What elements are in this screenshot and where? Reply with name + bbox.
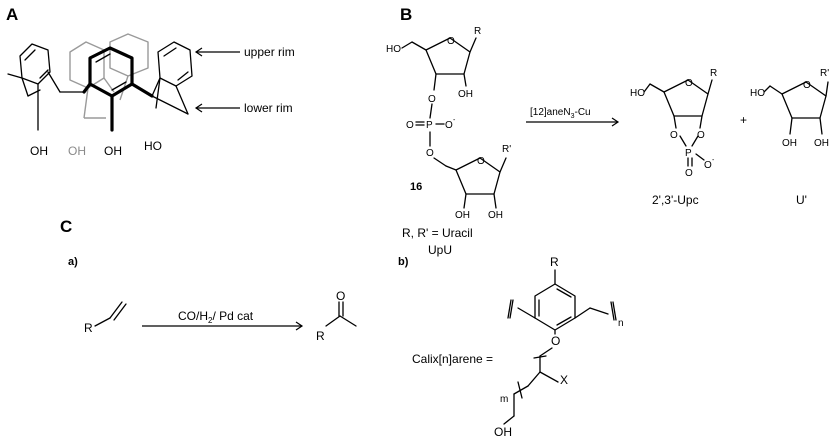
o-double-label: O <box>406 120 414 131</box>
calixarene-front-ring <box>82 46 154 132</box>
uridine-name: U' <box>796 193 807 207</box>
m-label: m <box>500 394 508 405</box>
panel-c: C a) b) R CO/H2/ Pd cat R O Calix[n]aren… <box>60 217 624 439</box>
oh-label-1: OH <box>30 144 48 158</box>
o-label: O <box>551 334 560 348</box>
panel-b-letter: B <box>400 5 412 24</box>
o-link-label-2: O <box>426 148 434 159</box>
x-label: X <box>560 373 568 387</box>
p-label: P <box>685 148 692 159</box>
o-minus-label: O <box>704 160 712 171</box>
p-label: P <box>426 120 433 131</box>
substituent-definition: R, R' = Uracil <box>402 226 473 240</box>
r-label: R <box>316 329 325 343</box>
calixarene-monomer: R n O X m OH <box>494 255 624 439</box>
sub-b-label: b) <box>398 256 409 268</box>
ring-oxygen-label: O <box>685 78 693 89</box>
upper-rim-label: upper rim <box>244 45 295 59</box>
alkene-reactant <box>94 301 127 327</box>
catalyst-label: [12]aneN3-Cu <box>530 107 591 120</box>
ho-label: HO <box>750 88 765 99</box>
oh-label-4: HO <box>144 139 162 153</box>
panel-a-letter: A <box>6 5 18 24</box>
r-label: R <box>84 321 93 335</box>
upu-name: UpU <box>428 243 452 257</box>
calixarene-left-ring <box>7 43 85 131</box>
oh-label-2: OH <box>68 144 86 158</box>
o-link-label: O <box>428 94 436 105</box>
upu-top-ribose <box>401 37 477 91</box>
o-label: O <box>336 289 345 303</box>
svg-text:-: - <box>453 117 456 124</box>
upu-bottom-ribose <box>445 157 507 209</box>
reagents-label: CO/H2/ Pd cat <box>178 309 254 325</box>
calixarene-back-rings <box>69 33 149 119</box>
uridine-product <box>763 81 829 135</box>
ho-label: HO <box>386 44 401 55</box>
upc-name: 2',3'-Upc <box>652 193 699 207</box>
n-label: n <box>618 318 624 329</box>
ketone-product <box>325 301 357 327</box>
ring-oxygen-label: O <box>803 80 811 91</box>
panel-b: B HO O R OH O P O O - O <box>386 5 829 257</box>
r-prime-label: R' <box>820 68 829 79</box>
o-minus-label: O <box>445 120 453 131</box>
r-label: R <box>550 255 559 269</box>
oh-label-3: OH <box>104 144 122 158</box>
sub-a-label: a) <box>68 256 78 268</box>
r-label: R <box>474 26 481 37</box>
compound-number: 16 <box>410 181 422 193</box>
ring-oxygen-label: O <box>477 156 485 167</box>
upc-product <box>643 79 713 167</box>
calixarene-right-ring <box>151 41 193 115</box>
o-label: O <box>670 130 678 141</box>
oh-label: OH <box>494 425 512 439</box>
o-label: O <box>697 130 705 141</box>
lower-rim-label: lower rim <box>244 101 293 115</box>
panel-c-letter: C <box>60 217 72 236</box>
r-prime-label: R' <box>502 144 511 155</box>
ho-label: HO <box>630 88 645 99</box>
oh-label: OH <box>782 138 797 149</box>
oh-label: OH <box>455 210 470 221</box>
o-label: O <box>685 168 693 179</box>
oh-label: OH <box>458 89 473 100</box>
oh-label: OH <box>814 138 829 149</box>
panel-a: A <box>6 5 295 158</box>
r-label: R <box>710 68 717 79</box>
calixarene-definition-label: Calix[n]arene = <box>412 352 493 366</box>
svg-text:-: - <box>712 157 715 164</box>
oh-label: OH <box>488 210 503 221</box>
ring-oxygen-label: O <box>447 36 455 47</box>
plus-sign: + <box>740 113 747 127</box>
